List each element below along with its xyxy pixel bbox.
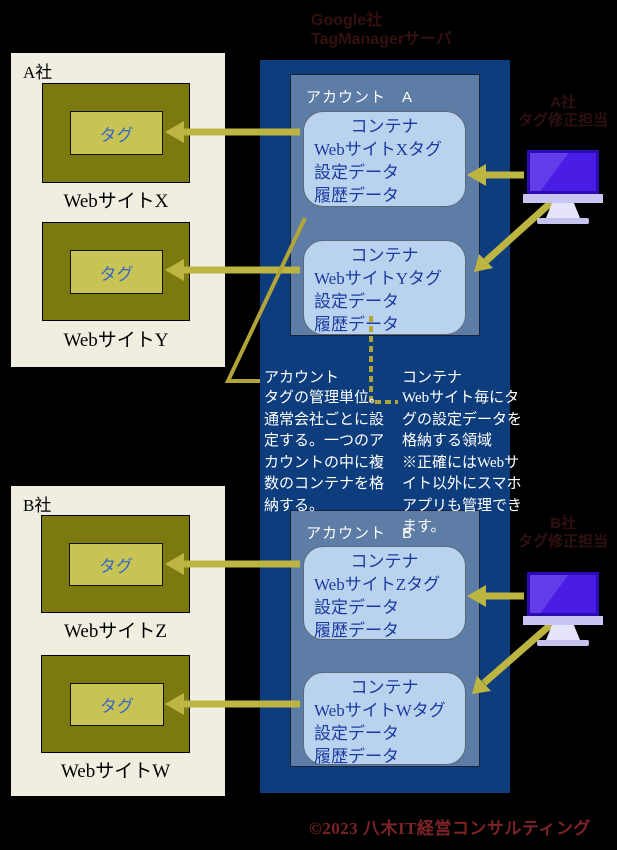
- diagram-title-line1: Google社: [311, 12, 383, 29]
- website-w-name: WebサイトW: [60, 761, 171, 782]
- account-b-label: アカウント B: [306, 525, 414, 542]
- tag-label: タグ: [99, 264, 134, 284]
- container-heading: コンテナ: [350, 246, 419, 265]
- container-note: コンテナ Webサイト毎にタ グの設定データを 格納する領域 ※正確にはWebサ…: [402, 367, 536, 539]
- website-y-name: WebサイトY: [63, 330, 169, 351]
- tag-box-z: タグ: [69, 543, 163, 586]
- tag-label: タグ: [99, 125, 134, 145]
- container-body: WebサイトYタグ 設定データ 履歴データ: [314, 269, 443, 334]
- operator-a-caption: A社 タグ修正担当: [502, 94, 617, 130]
- container-website-w: コンテナ WebサイトWタグ 設定データ 履歴データ: [303, 672, 466, 766]
- operator-b-company: B社: [550, 515, 576, 532]
- monitor-gloss: [530, 575, 569, 613]
- monitor-screen: [527, 572, 599, 616]
- container-note-heading: コンテナ: [402, 369, 463, 386]
- operator-b-role: タグ修正担当: [517, 533, 608, 550]
- container-heading: コンテナ: [350, 552, 419, 571]
- container-website-x: コンテナ WebサイトXタグ 設定データ 履歴データ: [303, 111, 466, 207]
- operator-a-company: A社: [550, 94, 576, 111]
- website-z-name: WebサイトZ: [64, 621, 167, 642]
- tag-box-x: タグ: [70, 111, 163, 155]
- tag-box-y: タグ: [70, 250, 163, 294]
- operator-b-monitor-icon: [523, 572, 603, 646]
- container-note-body: Webサイト毎にタ グの設定データを 格納する領域 ※正確にはWebサ イト以外…: [402, 390, 523, 535]
- account-a-label: アカウント A: [306, 89, 414, 106]
- copyright-text: ©2023 八木IT経営コンサルティング: [309, 819, 591, 838]
- diagram-title-line2: TagManagerサーバ: [311, 31, 452, 48]
- monitor-gloss: [530, 153, 569, 191]
- operator-b-caption: B社 タグ修正担当: [502, 515, 617, 551]
- monitor-screen: [527, 150, 599, 194]
- container-heading: コンテナ: [350, 117, 419, 136]
- diagram-title: Google社 TagManagerサーバ: [311, 11, 452, 49]
- container-body: WebサイトXタグ 設定データ 履歴データ: [314, 140, 443, 205]
- monitor-base: [537, 218, 589, 224]
- container-heading: コンテナ: [350, 678, 419, 697]
- container-body: WebサイトWタグ 設定データ 履歴データ: [314, 701, 446, 766]
- account-note: アカウント タグの管理単位。 通常会社ごとに設 定する。一つのア カウントの中に…: [264, 367, 406, 517]
- company-b-label: B社: [23, 496, 52, 515]
- website-x-name: WebサイトX: [63, 191, 169, 212]
- tag-box-w: タグ: [70, 683, 164, 726]
- operator-a-monitor-icon: [523, 150, 603, 224]
- monitor-bezel: [523, 616, 603, 625]
- account-note-body: タグの管理単位。 通常会社ごとに設 定する。一つのア カウントの中に複 数のコン…: [264, 390, 385, 514]
- container-body: WebサイトZタグ 設定データ 履歴データ: [314, 575, 441, 640]
- tag-label: タグ: [100, 697, 134, 716]
- monitor-stand: [546, 203, 580, 218]
- container-website-z: コンテナ WebサイトZタグ 設定データ 履歴データ: [303, 546, 466, 640]
- monitor-base: [537, 640, 589, 646]
- account-note-heading: アカウント: [264, 369, 340, 386]
- operator-a-role: タグ修正担当: [517, 112, 608, 129]
- monitor-stand: [546, 625, 580, 640]
- company-a-label: A社: [23, 63, 53, 82]
- monitor-bezel: [523, 194, 603, 203]
- tag-label: タグ: [99, 557, 133, 576]
- container-website-y: コンテナ WebサイトYタグ 設定データ 履歴データ: [303, 240, 466, 335]
